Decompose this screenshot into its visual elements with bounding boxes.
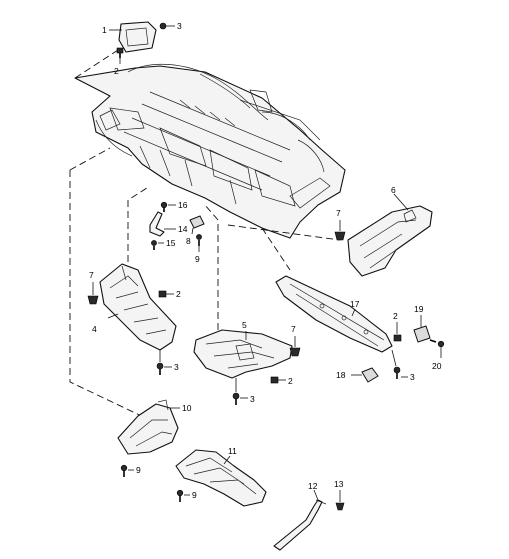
callout-14: 14 xyxy=(178,224,188,234)
bolt-3b: 3 xyxy=(156,350,179,375)
part-6-panel: 6 xyxy=(347,185,433,277)
part-1-bracket: 1 xyxy=(102,21,157,53)
callout-3d: 3 xyxy=(410,372,415,382)
callout-7c: 7 xyxy=(291,324,296,334)
fastener-16: 16 xyxy=(160,200,188,212)
clip-7c: 7 xyxy=(289,324,301,357)
callout-10: 10 xyxy=(182,403,192,413)
bolt-3d: 3 xyxy=(391,349,415,382)
reference-lines xyxy=(69,49,341,421)
callout-16: 16 xyxy=(178,200,188,210)
vehicle-underbody-frame xyxy=(74,63,346,239)
callout-2d: 2 xyxy=(393,311,398,321)
callout-20: 20 xyxy=(432,361,442,371)
callout-9c: 9 xyxy=(192,490,197,500)
callout-19: 19 xyxy=(414,304,424,314)
bolt-3c: 3 xyxy=(232,378,255,405)
part-17-strut: 17 xyxy=(275,275,393,353)
part-5-panel: 5 xyxy=(193,320,293,379)
clip-8: 8 xyxy=(186,215,205,246)
callout-15: 15 xyxy=(166,238,176,248)
callout-1: 1 xyxy=(102,25,107,35)
clip-7a: 7 xyxy=(334,208,346,241)
callout-5: 5 xyxy=(242,320,247,330)
callout-12: 12 xyxy=(308,481,318,491)
callout-6: 6 xyxy=(391,185,396,195)
bolt-9b: 9 xyxy=(120,464,141,477)
nut-2b: 2 xyxy=(158,289,181,299)
bolt-15: 15 xyxy=(151,238,176,250)
part-10-panel: 10 xyxy=(117,399,192,455)
callout-2c: 2 xyxy=(288,376,293,386)
bracket-14: 14 xyxy=(149,211,188,237)
nut-2a: 2 xyxy=(114,47,124,76)
callout-11: 11 xyxy=(228,446,237,456)
callout-4: 4 xyxy=(92,324,97,334)
callout-18: 18 xyxy=(336,370,346,380)
bolt-9c: 9 xyxy=(176,489,197,502)
part-11-panel: 11 xyxy=(175,446,267,507)
callout-3a: 3 xyxy=(177,21,182,31)
callout-2a: 2 xyxy=(114,66,119,76)
callout-17: 17 xyxy=(350,299,360,309)
callout-13: 13 xyxy=(334,479,344,489)
clip-7b: 7 xyxy=(87,270,99,305)
bracket-19: 19 xyxy=(413,304,431,343)
nut-13: 13 xyxy=(334,479,345,511)
callout-8: 8 xyxy=(186,236,191,246)
callout-3b: 3 xyxy=(174,362,179,372)
callout-9a: 9 xyxy=(195,254,200,264)
callout-3c: 3 xyxy=(250,394,255,404)
callout-2b: 2 xyxy=(176,289,181,299)
nut-2c: 2 xyxy=(270,376,293,386)
callout-9b: 9 xyxy=(136,465,141,475)
part-4-panel: 4 xyxy=(92,263,177,351)
cap-18: 18 xyxy=(336,367,379,383)
bolt-20: 20 xyxy=(429,339,445,371)
callout-7a: 7 xyxy=(336,208,341,218)
nut-2d: 2 xyxy=(393,311,402,342)
callout-7b: 7 xyxy=(89,270,94,280)
bolt-3a: 3 xyxy=(159,21,182,31)
bolt-9a: 9 xyxy=(195,234,202,264)
part-12-rod: 12 xyxy=(273,481,327,551)
